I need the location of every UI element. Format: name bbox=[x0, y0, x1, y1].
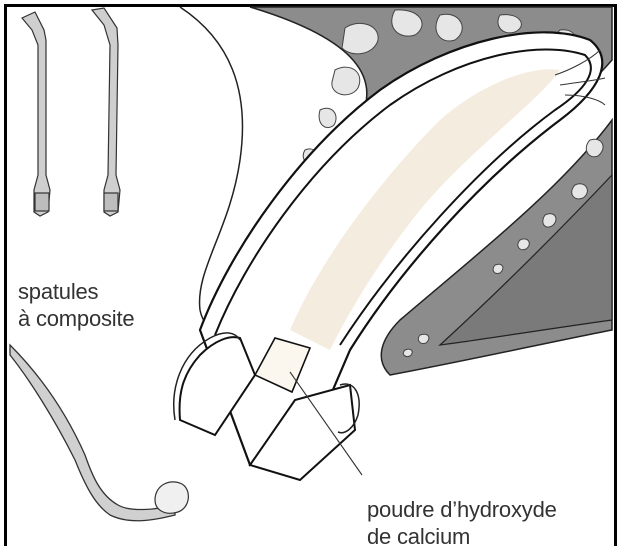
carrier-instrument bbox=[10, 345, 175, 521]
label-line: spatules bbox=[18, 278, 218, 305]
composite-spatula-1 bbox=[22, 12, 50, 216]
label-line: à composite bbox=[18, 305, 218, 332]
calcium-pellet bbox=[155, 482, 188, 513]
label-composite-spatulas: spatules à composite bbox=[18, 278, 218, 332]
label-calcium-hydroxide: poudre d’hydroxyde de calcium bbox=[367, 496, 617, 548]
composite-spatula-2 bbox=[92, 8, 120, 216]
label-line: de calcium bbox=[367, 523, 617, 548]
label-line: poudre d’hydroxyde bbox=[367, 496, 617, 523]
